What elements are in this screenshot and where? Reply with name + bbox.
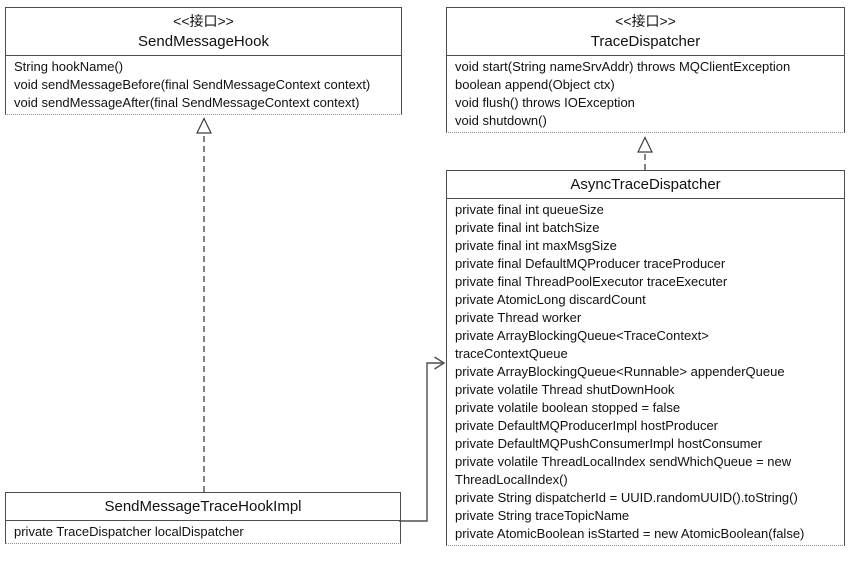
member-line: private final int queueSize [455,202,604,217]
class-header: SendMessageTraceHookImpl [6,493,400,521]
member-line: void flush() throws IOException [455,95,635,110]
member-line: private volatile Thread shutDownHook [455,382,675,397]
member-line: void shutdown() [455,113,547,128]
class-box-async-trace-dispatcher: AsyncTraceDispatcher private final int q… [446,170,845,546]
member-list: String hookName() void sendMessageBefore(… [6,56,401,114]
member-line: private volatile boolean stopped = false [455,400,681,415]
member-line: private TraceDispatcher localDispatcher [14,524,244,539]
class-name: AsyncTraceDispatcher [570,176,721,193]
member-line: private volatile ThreadLocalIndex sendWh… [455,454,792,469]
member-line: private String dispatcherId = UUID.rando… [455,490,798,505]
member-line: void sendMessageAfter(final SendMessageC… [14,95,360,110]
stereotype-label: <<接口>> [173,13,234,29]
class-box-send-message-trace-hook-impl: SendMessageTraceHookImpl private TraceDi… [5,492,401,544]
member-line: private AtomicLong discardCount [455,292,646,307]
member-line: private final DefaultMQProducer tracePro… [455,256,726,271]
class-name: SendMessageHook [138,33,269,50]
class-header: AsyncTraceDispatcher [447,171,844,199]
member-line: private ArrayBlockingQueue<TraceContext> [455,328,709,343]
member-line: ThreadLocalIndex() [455,472,568,487]
class-header: <<接口>> TraceDispatcher [447,8,844,56]
realization-arrow-async-to-tracedispatcher [637,136,653,170]
hollow-triangle-arrowhead-icon [196,117,212,134]
open-arrowhead-icon [434,356,446,370]
member-list: private final int queueSize private final… [447,199,844,545]
class-name: SendMessageTraceHookImpl [104,498,302,515]
realization-arrow-hookimpl-to-sendmessagehook [196,117,212,492]
member-line: void start(String nameSrvAddr) throws MQ… [455,59,791,74]
member-line: private ArrayBlockingQueue<Runnable> app… [455,364,785,379]
member-line: private final int maxMsgSize [455,238,617,253]
member-line: boolean append(Object ctx) [455,77,615,92]
class-box-trace-dispatcher: <<接口>> TraceDispatcher void start(String… [446,7,845,133]
stereotype-label: <<接口>> [615,13,676,29]
member-line: void sendMessageBefore(final SendMessage… [14,77,371,92]
class-box-send-message-hook: <<接口>> SendMessageHook String hookName()… [5,7,402,115]
class-name: TraceDispatcher [590,33,701,50]
member-line: private Thread worker [455,310,582,325]
hollow-triangle-arrowhead-icon [637,136,653,153]
member-line: private AtomicBoolean isStarted = new At… [455,526,805,541]
association-arrow-hookimpl-to-async [399,356,446,522]
member-line: private DefaultMQPushConsumerImpl hostCo… [455,436,763,451]
member-line: private final int batchSize [455,220,600,235]
member-line: traceContextQueue [455,346,568,361]
member-line: private DefaultMQProducerImpl hostProduc… [455,418,719,433]
member-list: void start(String nameSrvAddr) throws MQ… [447,56,844,132]
member-line: String hookName() [14,59,124,74]
member-line: private String traceTopicName [455,508,630,523]
member-line: private final ThreadPoolExecutor traceEx… [455,274,728,289]
class-header: <<接口>> SendMessageHook [6,8,401,56]
member-list: private TraceDispatcher localDispatcher [6,521,400,543]
